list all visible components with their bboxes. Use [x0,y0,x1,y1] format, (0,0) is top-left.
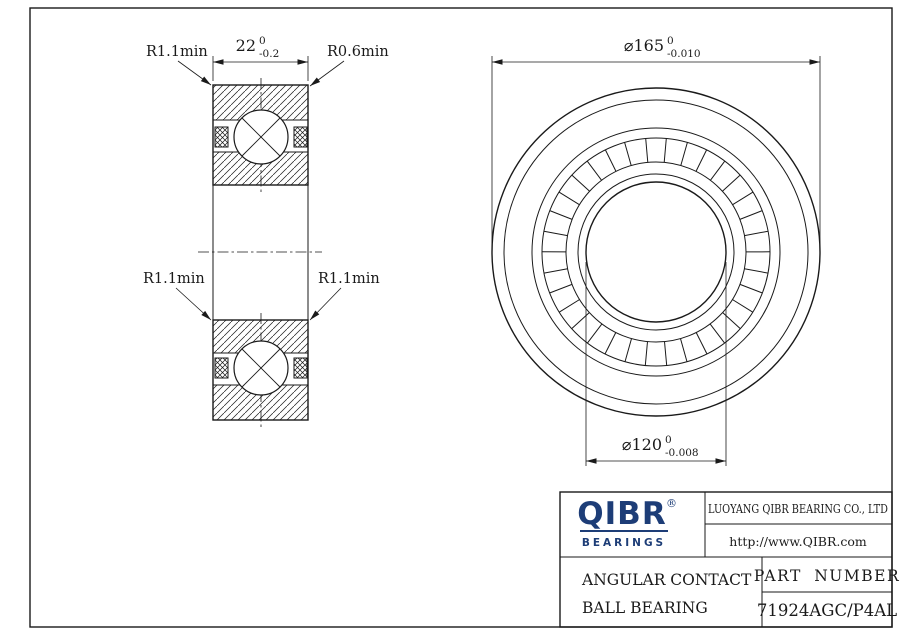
section-top-half [212,84,309,186]
bore-dim-tol-lower: -0.008 [665,447,699,459]
cage-pocket-ticks [541,138,771,366]
company-name: LUOYANG QIBR BEARING CO., LTD [708,502,888,516]
title-block: QIBR ® BEARINGS LUOYANG QIBR BEARING CO.… [559,491,900,628]
outer-dim-value: ⌀165 [624,36,664,55]
section-bottom-half [212,319,309,421]
cage-inner-circle [565,161,747,343]
product-type-line2: BALL BEARING [582,599,708,617]
product-type-line1: ANGULAR CONTACT [581,571,752,589]
outer-dim-tol-lower: -0.010 [667,48,701,60]
leader-radius-mid-right: R1.1min [309,271,380,321]
cage-outer-circle [541,137,771,367]
bore-circle [585,181,727,323]
page-border [29,7,893,628]
registered-trademark-icon: ® [666,497,677,510]
cage-section-bottom-left [214,357,229,379]
radius-label-mid-right: R1.1min [318,271,380,287]
outer-raceway-circle [531,127,781,377]
width-dim-tol-lower: -0.2 [259,48,279,60]
section-view: 22 0 -0.2 R1.1min R0.6min R1.1min R1.1mi… [143,35,389,427]
cage-section-top-right [293,126,308,148]
cage-section-bottom-right [293,357,308,379]
leader-radius-mid-left: R1.1min [143,271,212,321]
company-website: http://www.QIBR.com [729,534,867,549]
bore-dim-tol-upper: 0 [665,434,672,446]
radius-label-top-right: R0.6min [327,44,389,60]
leader-radius-top-right: R0.6min [309,44,389,87]
bore-dim-value: ⌀120 [622,435,662,454]
brand-name: QIBR [577,496,666,532]
dimension-width: 22 0 -0.2 [212,35,309,81]
cage-section-top-left [214,126,229,148]
radius-label-top-left: R1.1min [146,44,208,60]
width-dim-value: 22 [236,36,256,55]
part-number: 71924AGC/P4AL [757,601,897,620]
part-number-label: PART NUMBER [754,567,900,585]
inner-chamfer-circle [577,173,735,331]
front-view: ⌀165 0 -0.010 ⌀120 0 -0.008 [491,35,821,466]
outer-diameter-circle [491,87,821,417]
section-centerlines [198,78,322,427]
radius-label-mid-left: R1.1min [143,271,205,287]
brand-logo: QIBR ® BEARINGS [577,496,677,549]
outer-chamfer-circle [503,99,809,405]
leader-radius-top-left: R1.1min [146,44,212,86]
dimension-outer-diameter: ⌀165 0 -0.010 [491,35,821,246]
outer-dim-tol-upper: 0 [667,35,674,47]
width-dim-tol-upper: 0 [259,35,266,47]
bearing-circles [491,87,821,417]
brand-subtitle: BEARINGS [582,537,666,549]
dimension-bore-diameter: ⌀120 0 -0.008 [585,262,727,466]
